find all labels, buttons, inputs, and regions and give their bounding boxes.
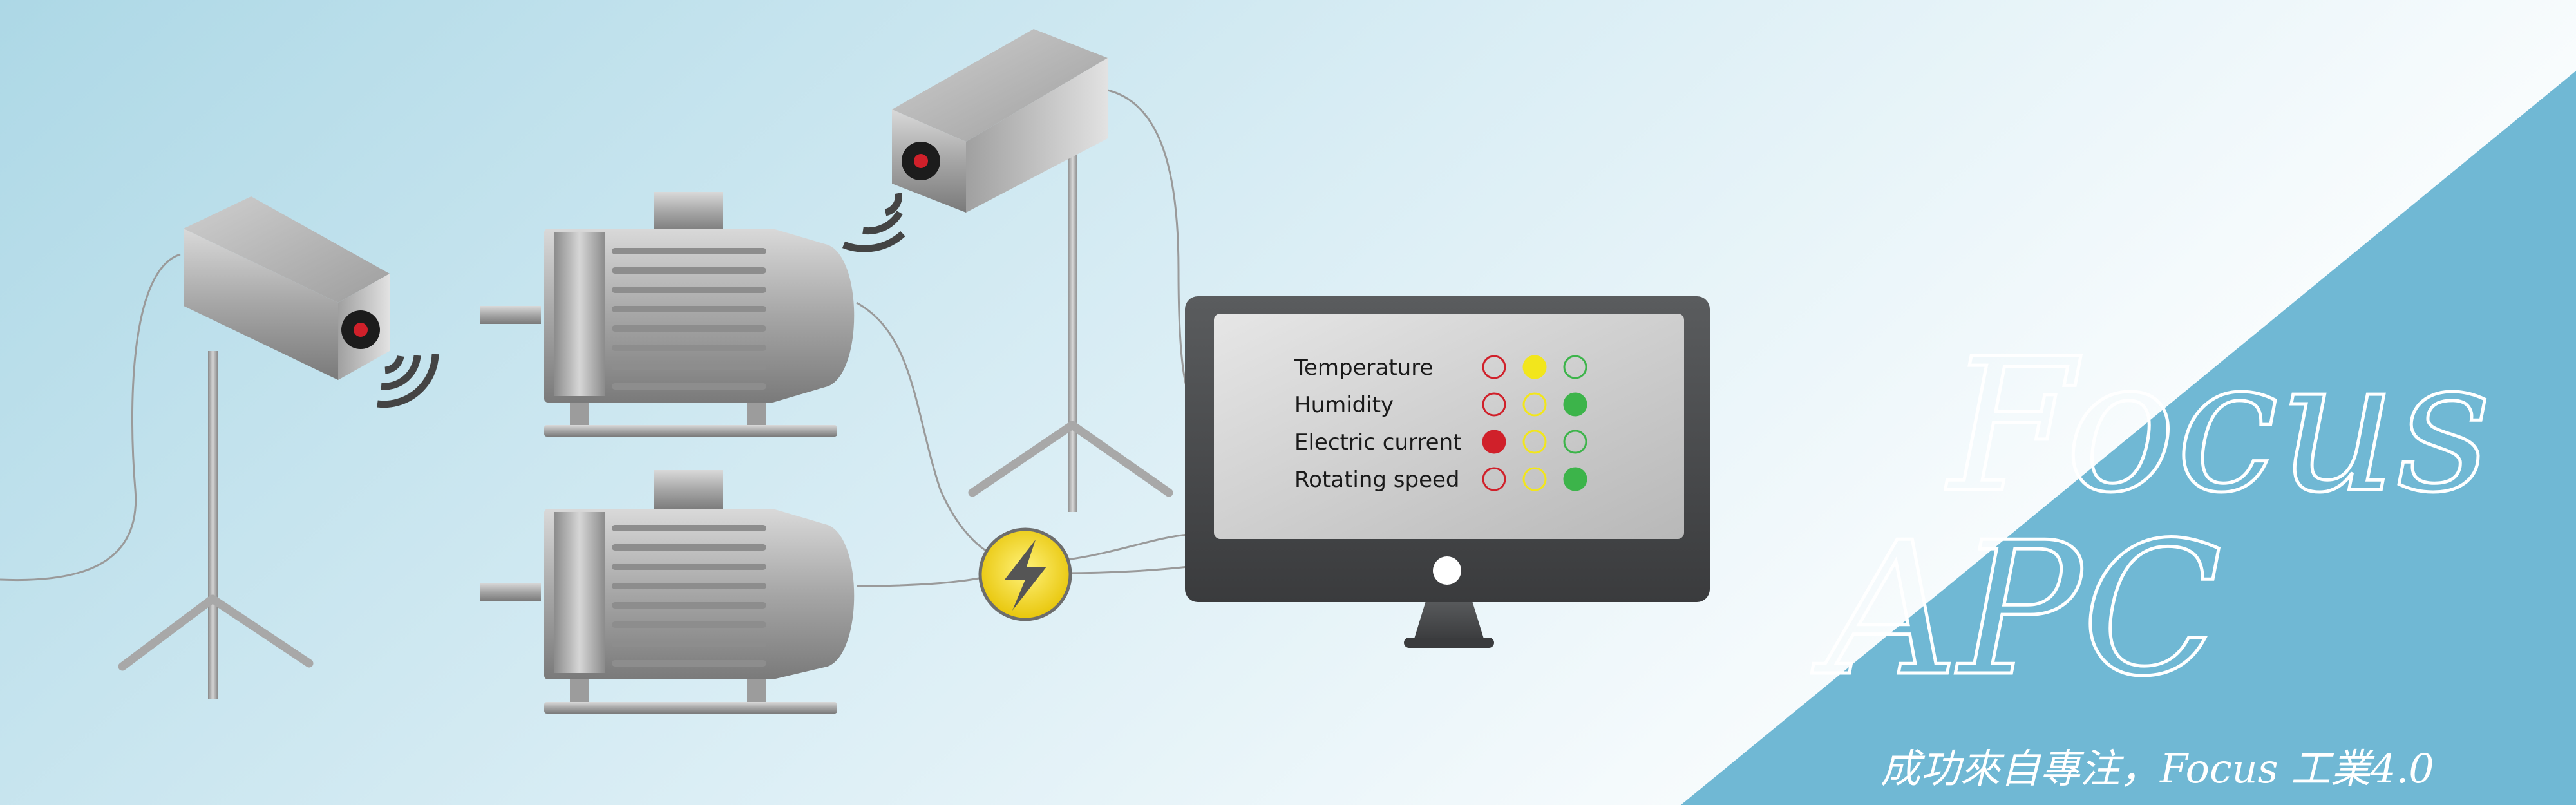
status-light bbox=[1482, 392, 1506, 417]
brand-title-line2: APC bbox=[1812, 503, 2222, 717]
brand-title-line1: Focus bbox=[1946, 319, 2492, 533]
monitor-power-button bbox=[1433, 556, 1461, 585]
metric-label: Electric current bbox=[1294, 430, 1461, 455]
metric-label: Temperature bbox=[1294, 355, 1433, 381]
status-light bbox=[1563, 430, 1587, 454]
status-light bbox=[1482, 430, 1506, 454]
status-light bbox=[1563, 467, 1587, 491]
lightning-bolt-icon bbox=[978, 527, 1072, 621]
status-light bbox=[1522, 355, 1547, 379]
status-light bbox=[1522, 392, 1547, 417]
brand-tagline: 成功來自專注，Focus 工業4.0 bbox=[1880, 745, 2434, 792]
status-light bbox=[1482, 355, 1506, 379]
sensor-camera-icon bbox=[118, 196, 390, 699]
status-light bbox=[1563, 355, 1587, 379]
status-light bbox=[1522, 467, 1547, 491]
brand-triangle bbox=[1681, 71, 2576, 805]
status-light bbox=[1482, 467, 1506, 491]
wireless-signal-icon bbox=[842, 193, 905, 252]
electric-motor-icon bbox=[480, 470, 855, 714]
brand-logo: Focus APC 成功來自專注，Focus 工業4.0 bbox=[1810, 318, 2492, 793]
status-light bbox=[1563, 392, 1587, 417]
sensor-camera-icon bbox=[892, 29, 1173, 512]
status-light bbox=[1522, 430, 1547, 454]
electric-motor-icon bbox=[480, 192, 855, 437]
metric-label: Humidity bbox=[1294, 392, 1394, 418]
metric-label: Rotating speed bbox=[1294, 467, 1460, 493]
monitor-screen bbox=[1214, 314, 1684, 539]
wireless-signal-icon bbox=[377, 354, 439, 408]
